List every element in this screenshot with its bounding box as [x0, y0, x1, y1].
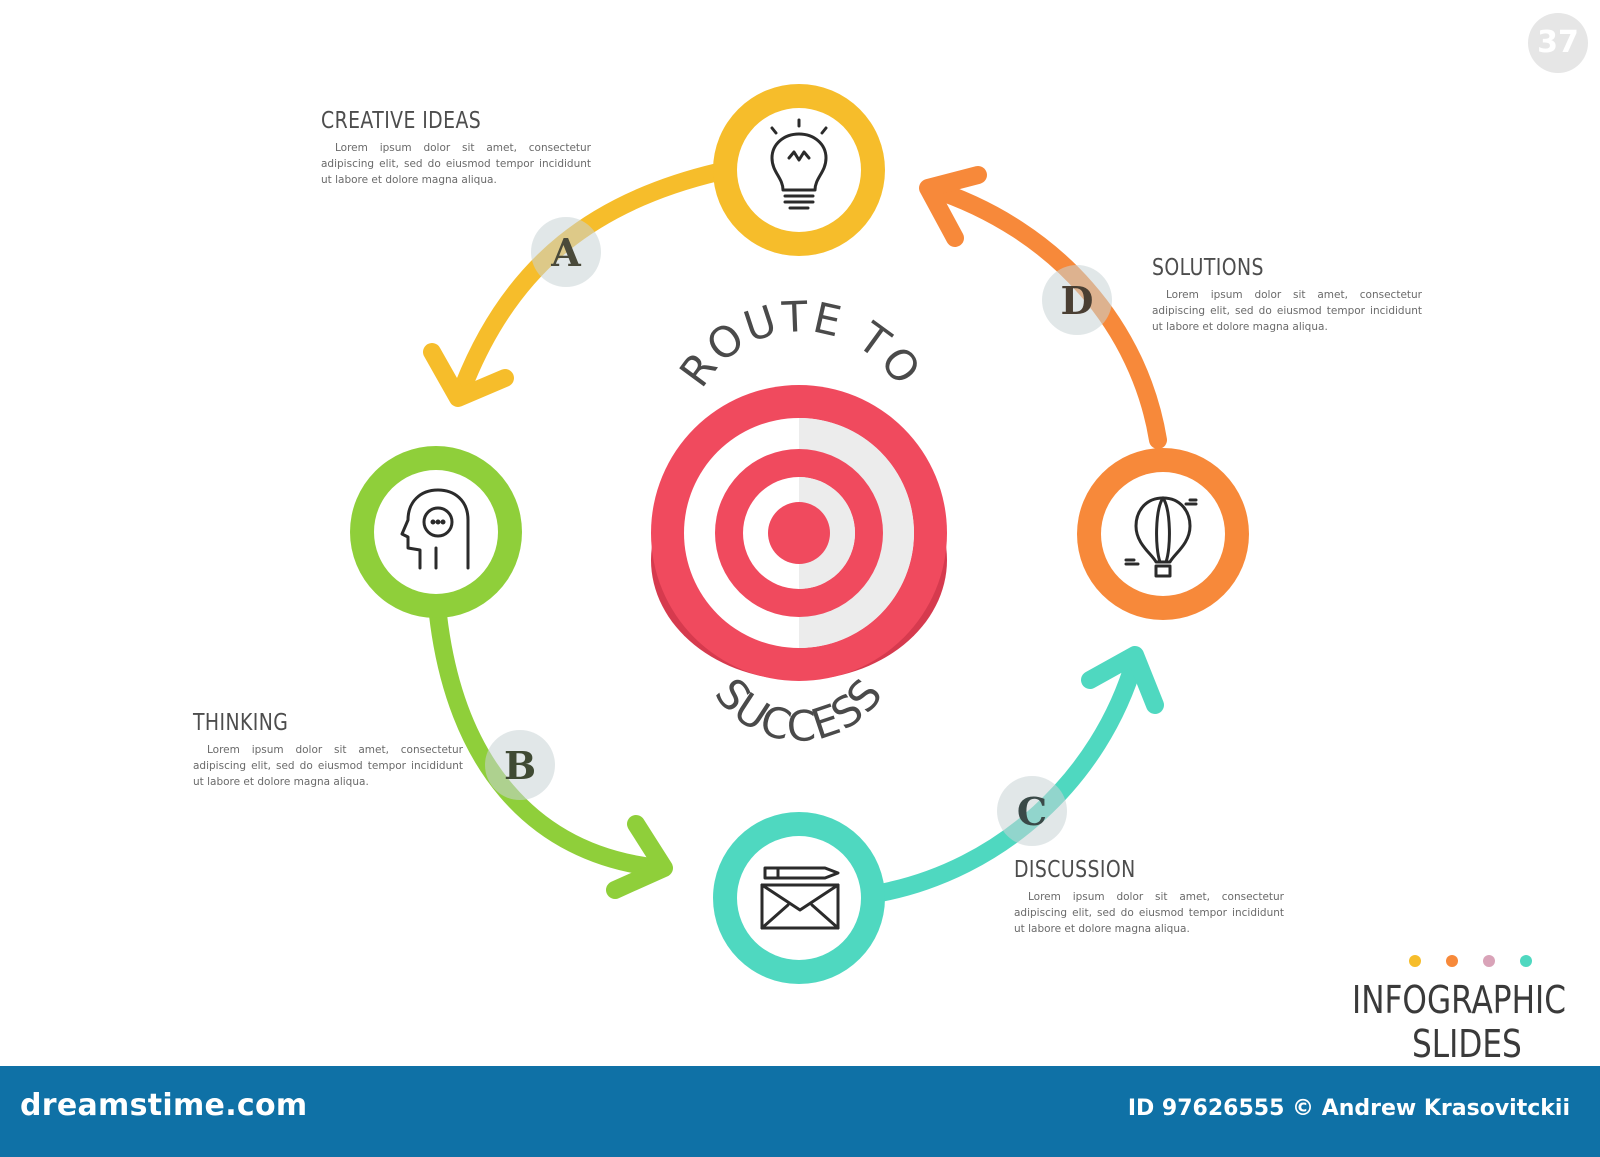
- letter-d: D: [1061, 278, 1094, 323]
- letter-badge-b: B: [485, 730, 555, 800]
- step-title-thinking: THINKING: [193, 710, 289, 736]
- letter-a: A: [550, 230, 581, 275]
- footer-site-name[interactable]: dreamstime.com: [20, 1088, 308, 1123]
- logo-dot-orange: [1446, 955, 1458, 967]
- arrow-d: [921, 179, 1167, 449]
- footer-image-credit: ID 97626555 © Andrew Krasovitckii: [1127, 1096, 1570, 1121]
- step-text-thinking: THINKING Lorem ipsum dolor sit amet, con…: [193, 710, 463, 790]
- step-title-solutions: SOLUTIONS: [1152, 255, 1264, 281]
- route-to-label: ROUTE TO: [670, 292, 932, 396]
- logo-dot-yellow: [1409, 955, 1421, 967]
- infographic-canvas: A B C D: [193, 13, 1590, 1066]
- logo-line-2: SLIDES: [1412, 1022, 1522, 1066]
- lightbulb-icon: [770, 118, 828, 210]
- logo-line-1: INFOGRAPHIC: [1352, 978, 1566, 1022]
- step-letter-badges: A B C D: [485, 217, 1112, 846]
- step-description-solutions: Lorem ipsum dolor sit amet, consectetur …: [1152, 289, 1422, 333]
- step-text-discussion: DISCUSSION Lorem ipsum dolor sit amet, c…: [1014, 857, 1284, 937]
- hot-air-balloon-icon: [1124, 496, 1198, 578]
- step-description-creative-ideas: Lorem ipsum dolor sit amet, consectetur …: [321, 142, 591, 186]
- step-description-thinking: Lorem ipsum dolor sit amet, consectetur …: [193, 744, 463, 788]
- node-solutions: [1077, 448, 1249, 620]
- node-discussion: [713, 812, 885, 984]
- step-title-creative-ideas: CREATIVE IDEAS: [321, 108, 482, 134]
- target-dartboard: [651, 385, 947, 681]
- step-text-solutions: SOLUTIONS Lorem ipsum dolor sit amet, co…: [1152, 255, 1422, 335]
- envelope-with-pen-icon: [760, 866, 840, 930]
- page-number-badge: 37: [1528, 13, 1588, 73]
- success-label: SUCCESS: [706, 669, 893, 751]
- arrow-b: [429, 606, 669, 877]
- logo-dots: [1409, 955, 1532, 967]
- human-head-thinking-icon: [400, 488, 470, 570]
- arrow-a-head: [423, 343, 514, 407]
- node-creative-ideas: [713, 84, 885, 256]
- arrow-d-head: [919, 166, 987, 247]
- infographic-slides-logo: INFOGRAPHIC SLIDES: [1350, 950, 1590, 1066]
- step-description-discussion: Lorem ipsum dolor sit amet, consectetur …: [1014, 891, 1284, 935]
- cycle-diagram: A B C D: [350, 84, 1249, 984]
- letter-c: C: [1017, 789, 1047, 834]
- arrow-c-head: [1081, 646, 1164, 714]
- node-thinking: [350, 446, 522, 618]
- arrow-b-head: [606, 815, 673, 899]
- watermark-footer-bar: dreamstime.com ID 97626555 © Andrew Kras…: [0, 1066, 1600, 1157]
- letter-badge-d: D: [1042, 265, 1112, 335]
- page-number: 37: [1537, 25, 1579, 60]
- step-title-discussion: DISCUSSION: [1014, 857, 1136, 883]
- letter-badge-c: C: [997, 776, 1067, 846]
- letter-badge-a: A: [531, 217, 601, 287]
- logo-dot-pink: [1483, 955, 1495, 967]
- step-text-creative-ideas: CREATIVE IDEAS Lorem ipsum dolor sit ame…: [321, 108, 591, 188]
- logo-dot-teal: [1520, 955, 1532, 967]
- letter-b: B: [504, 743, 536, 788]
- step-nodes: [350, 84, 1249, 984]
